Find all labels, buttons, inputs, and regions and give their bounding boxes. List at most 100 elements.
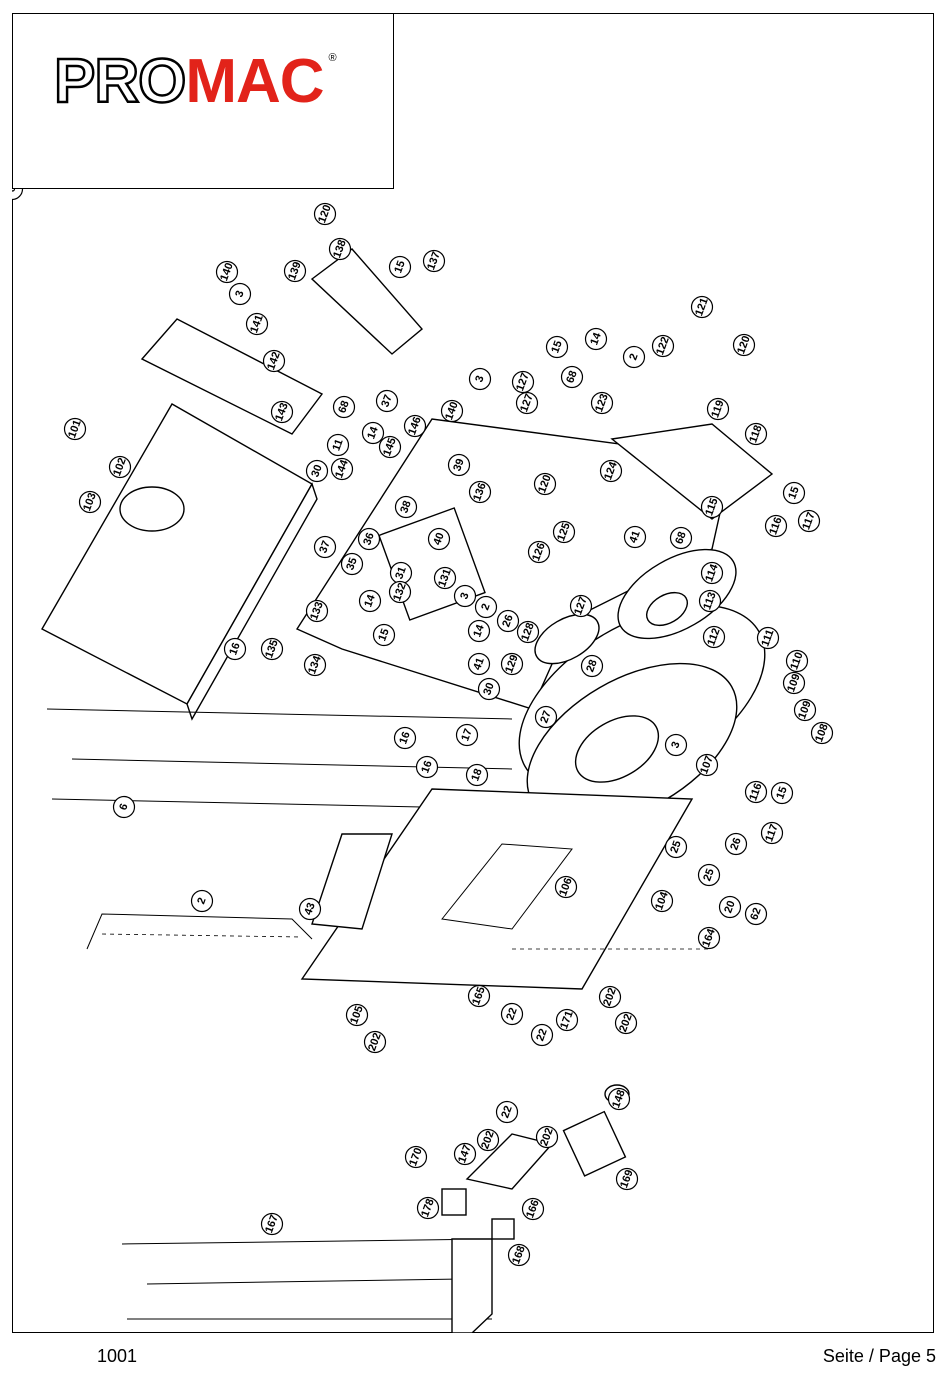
callout-circle xyxy=(560,365,584,389)
callout-number: 147 xyxy=(456,1143,474,1164)
part-callout-109: 109 xyxy=(782,671,806,695)
callout-number: 105 xyxy=(348,1004,366,1025)
callout-number: 41 xyxy=(471,656,486,672)
part-callout-164: 164 xyxy=(697,926,721,950)
callout-circle xyxy=(702,625,726,649)
callout-circle xyxy=(732,333,756,357)
callout-circle xyxy=(607,1087,631,1111)
callout-number: 103 xyxy=(81,491,99,512)
callout-circle xyxy=(764,514,788,538)
part-callout-20: 20 xyxy=(718,895,742,919)
callout-number: 115 xyxy=(703,497,720,518)
part-callout-14: 14 xyxy=(467,619,491,643)
switch-assembly xyxy=(441,1084,630,1240)
callout-number: 129 xyxy=(503,653,521,674)
callout-number: 143 xyxy=(273,401,291,422)
callout-number: 140 xyxy=(443,400,461,421)
bracket-43 xyxy=(86,913,712,950)
part-callout-31: 31 xyxy=(389,561,413,585)
callout-circle xyxy=(669,526,693,550)
callout-number: 106 xyxy=(557,876,575,897)
callout-circle xyxy=(496,609,520,633)
callout-number: 138 xyxy=(331,238,349,259)
part-callout-141: 141 xyxy=(245,312,269,336)
callout-circle xyxy=(521,1197,545,1221)
part-callout-101: 101 xyxy=(63,417,87,441)
callout-number: 113 xyxy=(701,591,718,612)
part-callout-15: 15 xyxy=(770,781,794,805)
logo-registered-mark: ® xyxy=(328,52,336,64)
part-callout-137: 137 xyxy=(422,249,446,273)
callout-number: 68 xyxy=(564,369,579,385)
callout-number: 28 xyxy=(584,658,599,674)
part-callout-109: 109 xyxy=(793,698,817,722)
callout-number: 25 xyxy=(668,839,683,855)
callout-circle xyxy=(345,1003,369,1027)
callout-circle xyxy=(535,1125,559,1149)
part-callout-170: 170 xyxy=(404,1145,428,1169)
callout-circle xyxy=(810,721,834,745)
part-callout-18: 18 xyxy=(465,763,489,787)
part-callout-102: 102 xyxy=(108,455,132,479)
part-callout-143: 143 xyxy=(270,400,294,424)
part-callout-30: 30 xyxy=(305,459,329,483)
part-callout-68: 68 xyxy=(332,395,356,419)
callout-number: 137 xyxy=(425,250,443,271)
part-callout-14: 14 xyxy=(358,589,382,613)
callout-circle xyxy=(615,1167,639,1191)
part-callout-110: 110 xyxy=(785,649,809,673)
part-callout-119: 119 xyxy=(706,397,730,421)
callout-circle xyxy=(361,421,385,445)
callout-number: 128 xyxy=(519,621,537,642)
callout-number: 202 xyxy=(538,1126,556,1147)
promac-logo: PROMAC ® xyxy=(53,49,337,114)
part-callout-165: 165 xyxy=(467,984,491,1008)
callout-circle xyxy=(474,595,498,619)
callout-number: 127 xyxy=(518,392,536,413)
part-callout-35: 35 xyxy=(340,552,364,576)
part-callout-142: 142 xyxy=(262,349,286,373)
part-callout-26: 26 xyxy=(724,832,748,856)
part-callout-27: 27 xyxy=(534,705,558,729)
part-callout-68: 68 xyxy=(560,365,584,389)
callout-circle xyxy=(698,589,722,613)
part-callout-129: 129 xyxy=(500,652,524,676)
callout-circle xyxy=(467,984,491,1008)
part-callout-202: 202 xyxy=(363,1030,387,1054)
part-callout-122: 122 xyxy=(651,334,675,358)
callout-circle xyxy=(453,584,477,608)
callout-number: 2 xyxy=(479,602,492,612)
callout-circle xyxy=(797,509,821,533)
callout-circle xyxy=(465,763,489,787)
part-callout-68: 68 xyxy=(669,526,693,550)
callout-circle xyxy=(404,1145,428,1169)
part-callout-127: 127 xyxy=(511,370,535,394)
callout-number: 101 xyxy=(66,418,84,439)
callout-circle xyxy=(403,414,427,438)
callout-number: 14 xyxy=(471,622,487,638)
part-callout-146: 146 xyxy=(403,414,427,438)
callout-circle xyxy=(12,189,24,201)
callout-circle xyxy=(305,599,329,623)
part-callout-116: 116 xyxy=(744,780,768,804)
part-callout-140: 140 xyxy=(440,399,464,423)
callout-number: 30 xyxy=(309,463,324,479)
callout-number: 68 xyxy=(336,399,351,415)
callout-circle xyxy=(718,895,742,919)
callout-number: 68 xyxy=(673,530,688,546)
part-callout-62: 62 xyxy=(744,902,768,926)
part-callout-43: 43 xyxy=(298,897,322,921)
part-callout-6: 6 xyxy=(112,795,136,819)
part-callout-167: 167 xyxy=(260,1212,284,1236)
callout-number: 26 xyxy=(728,836,743,852)
callout-number: 118 xyxy=(747,424,764,445)
callout-number: 167 xyxy=(263,1213,281,1234)
part-callout-127: 127 xyxy=(569,594,593,618)
callout-circle xyxy=(700,495,724,519)
callout-circle xyxy=(555,1008,579,1032)
part-callout-36: 36 xyxy=(357,527,381,551)
callout-circle xyxy=(228,282,252,306)
callout-circle xyxy=(223,637,247,661)
callout-number: 2 xyxy=(195,896,208,906)
